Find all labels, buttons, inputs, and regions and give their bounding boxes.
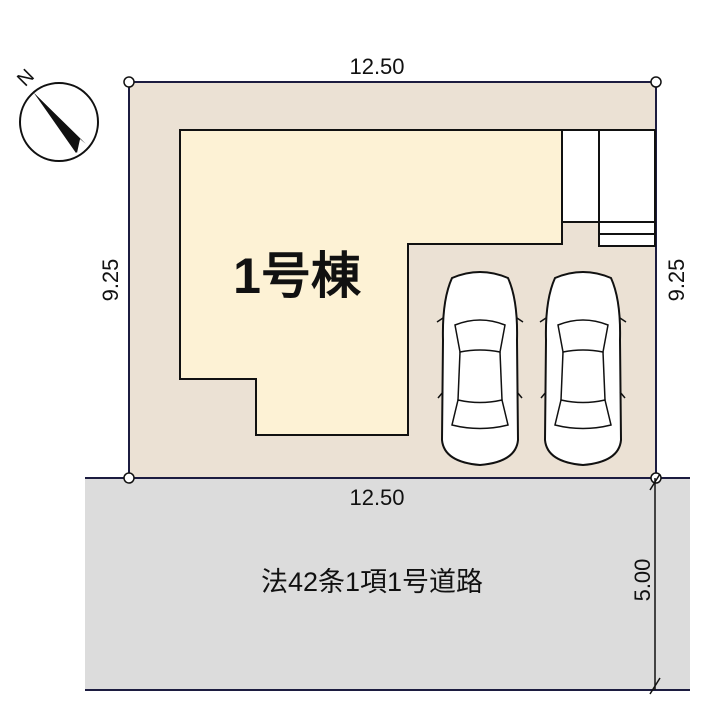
stripe-1 <box>598 221 656 235</box>
road-dimension-line <box>649 473 661 695</box>
bottom-width-label: 12.50 <box>349 485 404 510</box>
car-icon <box>539 271 627 467</box>
corner-marker <box>123 76 135 88</box>
road-width-label: 5.00 <box>630 559 655 602</box>
road-area <box>85 478 690 690</box>
right-depth-label: 9.25 <box>664 259 689 302</box>
corner-marker <box>650 76 662 88</box>
car-icon <box>436 271 524 467</box>
top-width-label: 12.50 <box>349 54 404 79</box>
building-label: 1号棟 <box>233 248 362 304</box>
north-label: N <box>13 65 39 91</box>
storage-box-2 <box>598 129 656 223</box>
stripe-2 <box>598 233 656 247</box>
left-depth-label: 9.25 <box>98 259 123 302</box>
corner-marker <box>123 472 135 484</box>
compass-icon: N <box>13 65 99 162</box>
storage-box-1 <box>561 129 600 223</box>
road-label: 法42条1項1号道路 <box>261 567 483 597</box>
